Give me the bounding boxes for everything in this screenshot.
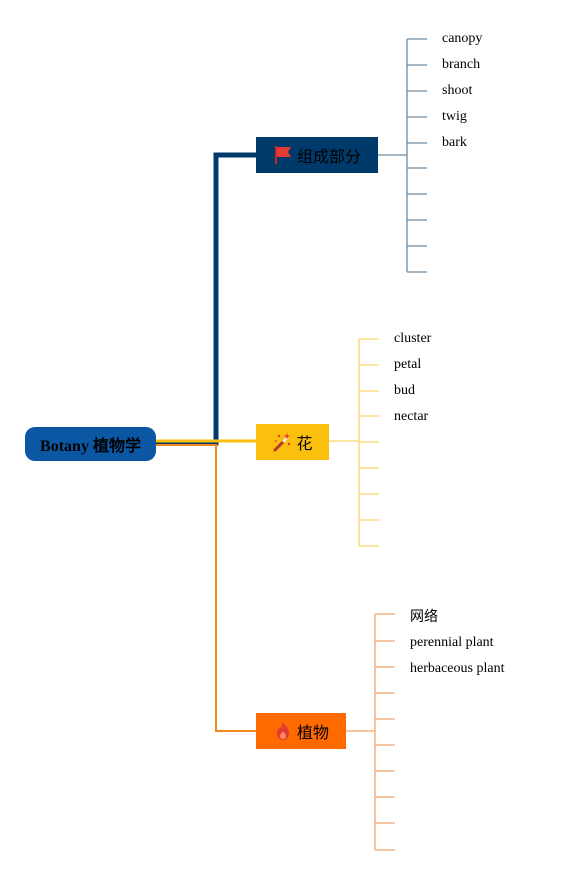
root-topic[interactable]: Botany 植物学 [25, 427, 156, 461]
leaf-2-1[interactable]: cluster [394, 331, 432, 346]
branch-topic-3-label: 植物 [296, 723, 329, 742]
branch-topic-1[interactable]: 组成部分 [256, 137, 378, 173]
leaf-1-5[interactable]: bark [442, 135, 467, 150]
leaf-3-2[interactable]: perennial plant [410, 635, 494, 650]
link-root-branch-3 [156, 444, 256, 732]
leaf-lines-branch-2 [329, 338, 379, 547]
link-root-branch-1 [156, 152, 256, 446]
root-topic-label: Botany 植物学 [40, 438, 141, 455]
leaf-1-1[interactable]: canopy [442, 31, 483, 46]
leaf-2-2[interactable]: petal [394, 357, 422, 372]
magic-wand-icon [272, 432, 292, 452]
fire-icon [273, 721, 293, 741]
leaf-3-1[interactable]: 网络 [410, 609, 438, 625]
leaf-2-3[interactable]: bud [394, 383, 415, 398]
flag-icon [273, 145, 293, 165]
leaf-lines-branch-3 [346, 613, 395, 851]
leaf-lines-branch-1 [378, 38, 427, 273]
branch-topic-3[interactable]: 植物 [256, 713, 346, 749]
branch-topic-2-label: 花 [296, 434, 313, 453]
leaf-3-3[interactable]: herbaceous plant [410, 661, 505, 676]
leaf-1-2[interactable]: branch [442, 57, 481, 72]
leaf-2-4[interactable]: nectar [394, 409, 429, 424]
leaf-1-4[interactable]: twig [442, 109, 467, 124]
branch-topic-1-label: 组成部分 [296, 147, 361, 166]
branch-topic-2[interactable]: 花 [256, 424, 329, 460]
leaf-1-3[interactable]: shoot [442, 83, 473, 98]
